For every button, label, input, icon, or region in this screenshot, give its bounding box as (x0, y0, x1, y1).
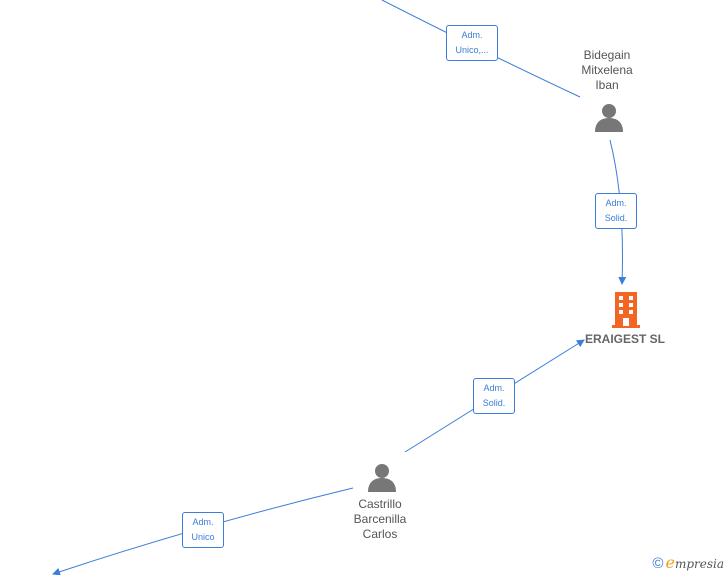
copyright-icon: © (652, 555, 664, 572)
edge-label-bidegain-company[interactable]: Adm. Solid. (595, 193, 637, 229)
edge-label-top-adm[interactable]: Adm. Unico,... (446, 25, 498, 61)
edge-label-line: Solid. (604, 213, 628, 223)
node-name-line: Iban (595, 78, 619, 92)
node-name-line: Mitxelena (581, 63, 633, 77)
brand-watermark: ©empresia (652, 553, 724, 572)
node-label-company[interactable]: ERAIGEST SL (584, 332, 666, 346)
brand-initial: e (665, 553, 675, 572)
brand-name: mpresia (674, 557, 724, 571)
node-label-bidegain[interactable]: Bidegain Mitxelena Iban (581, 48, 632, 93)
edge-label-line: Unico (191, 532, 215, 542)
node-name-line: Carlos (362, 527, 398, 541)
edge-label-line: Adm. (605, 198, 627, 208)
edge-label-line: Adm. (192, 517, 214, 527)
node-name-line: Bidegain (583, 48, 631, 62)
node-label-castrillo[interactable]: Castrillo Barcenilla Carlos (354, 497, 407, 542)
node-name-line: Castrillo (358, 497, 402, 511)
node-name-line: Barcenilla (353, 512, 407, 526)
person-icon[interactable] (594, 102, 624, 132)
edge-label-line: Unico,... (455, 45, 489, 55)
person-icon[interactable] (367, 462, 397, 492)
building-icon[interactable] (612, 292, 640, 328)
edge-label-line: Solid. (482, 398, 506, 408)
edge-label-castrillo-out[interactable]: Adm. Unico (182, 512, 224, 548)
edge-label-line: Adm. (483, 383, 505, 393)
edge-label-line: Adm. (461, 30, 483, 40)
edge-label-castrillo-company[interactable]: Adm. Solid. (473, 378, 515, 414)
